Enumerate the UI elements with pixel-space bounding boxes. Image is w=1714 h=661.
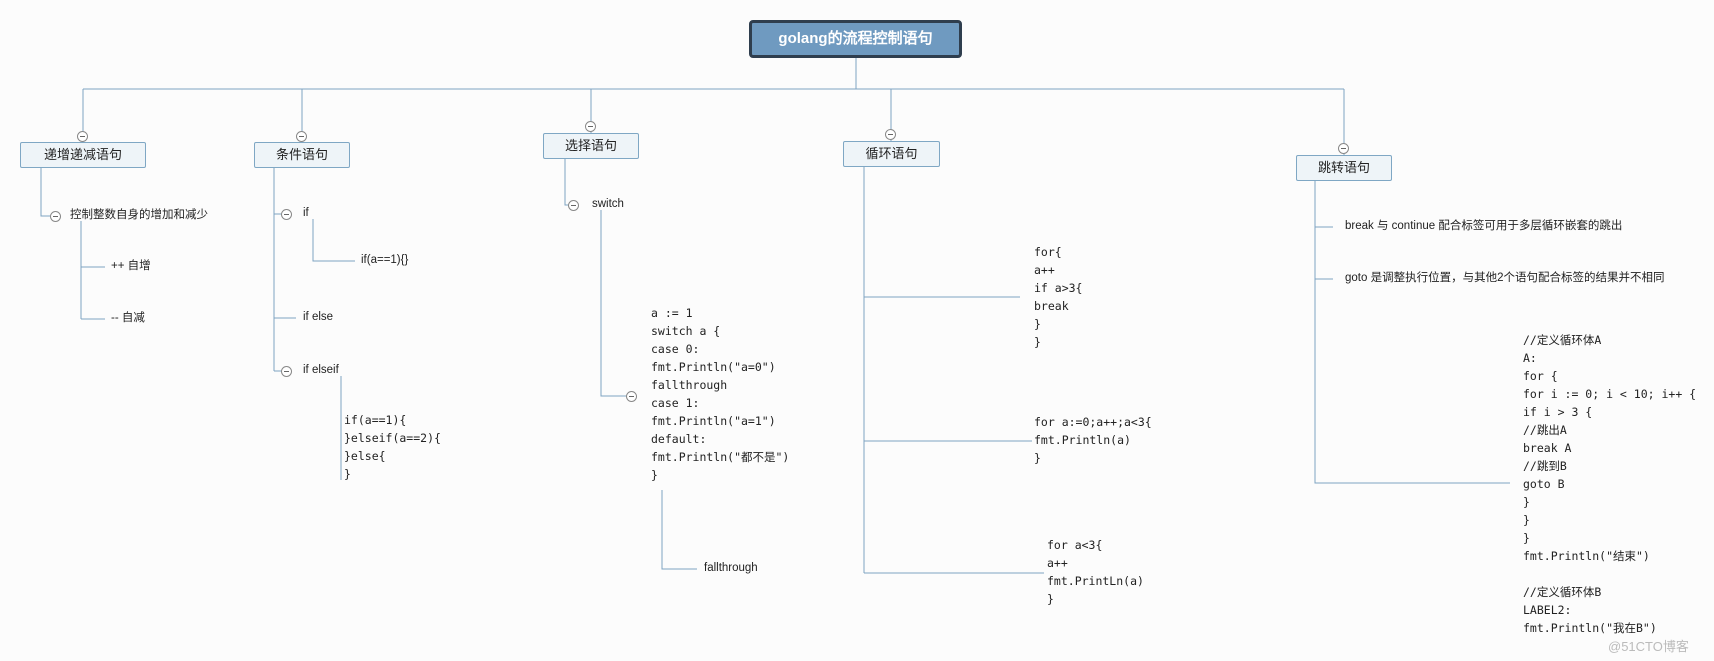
cond-if-elseif-code[interactable]: if(a==1){ }elseif(a==2){ }else{ } (344, 413, 441, 481)
topic-conditional[interactable]: 条件语句 (254, 142, 350, 168)
jump-note-break-continue[interactable]: break 与 continue 配合标签可用于多层循环嵌套的跳出 (1345, 220, 1623, 232)
watermark: @51CTO博客 (1608, 639, 1689, 654)
collapse-toggle-jump[interactable] (1338, 143, 1349, 154)
incdec-decrement[interactable]: -- 自减 (111, 312, 145, 324)
select-switch[interactable]: switch (592, 198, 624, 210)
cond-if[interactable]: if (303, 207, 309, 219)
collapse-toggle-incdec[interactable] (77, 131, 88, 142)
root-topic[interactable]: golang的流程控制语句 (749, 20, 962, 58)
topic-loop[interactable]: 循环语句 (843, 141, 940, 167)
jump-note-goto[interactable]: goto 是调整执行位置，与其他2个语句配合标签的结果并不相同 (1345, 272, 1665, 284)
loop-code-infinite[interactable]: for{ a++ if a>3{ break } } (1034, 245, 1083, 349)
collapse-toggle-loop[interactable] (885, 129, 896, 140)
topic-jump[interactable]: 跳转语句 (1296, 155, 1392, 181)
cond-if-elseif[interactable]: if elseif (303, 364, 339, 376)
topic-select[interactable]: 选择语句 (543, 133, 639, 159)
collapse-toggle-conditional[interactable] (296, 131, 307, 142)
collapse-toggle-ifelseif[interactable] (281, 366, 292, 377)
collapse-toggle-select[interactable] (585, 121, 596, 132)
cond-if-else[interactable]: if else (303, 311, 334, 323)
select-switch-code[interactable]: a := 1 switch a { case 0: fmt.Println("a… (651, 306, 790, 482)
collapse-toggle-if[interactable] (281, 209, 292, 220)
incdec-description[interactable]: 控制整数自身的增加和减少 (70, 209, 208, 221)
incdec-increment[interactable]: ++ 自增 (111, 260, 151, 272)
jump-code-labels[interactable]: //定义循环体A A: for { for i := 0; i < 10; i+… (1523, 333, 1697, 635)
select-fallthrough[interactable]: fallthrough (704, 562, 758, 574)
cond-if-code[interactable]: if(a==1){} (361, 254, 409, 266)
loop-code-condition[interactable]: for a<3{ a++ fmt.PrintLn(a) } (1047, 538, 1144, 606)
collapse-toggle-switch-code[interactable] (626, 391, 637, 402)
collapse-toggle-switch[interactable] (568, 200, 579, 211)
loop-code-counter[interactable]: for a:=0;a++;a<3{ fmt.Println(a) } (1034, 415, 1152, 465)
topic-incdec[interactable]: 递增递减语句 (20, 142, 146, 168)
collapse-toggle-incdec-desc[interactable] (50, 211, 61, 222)
